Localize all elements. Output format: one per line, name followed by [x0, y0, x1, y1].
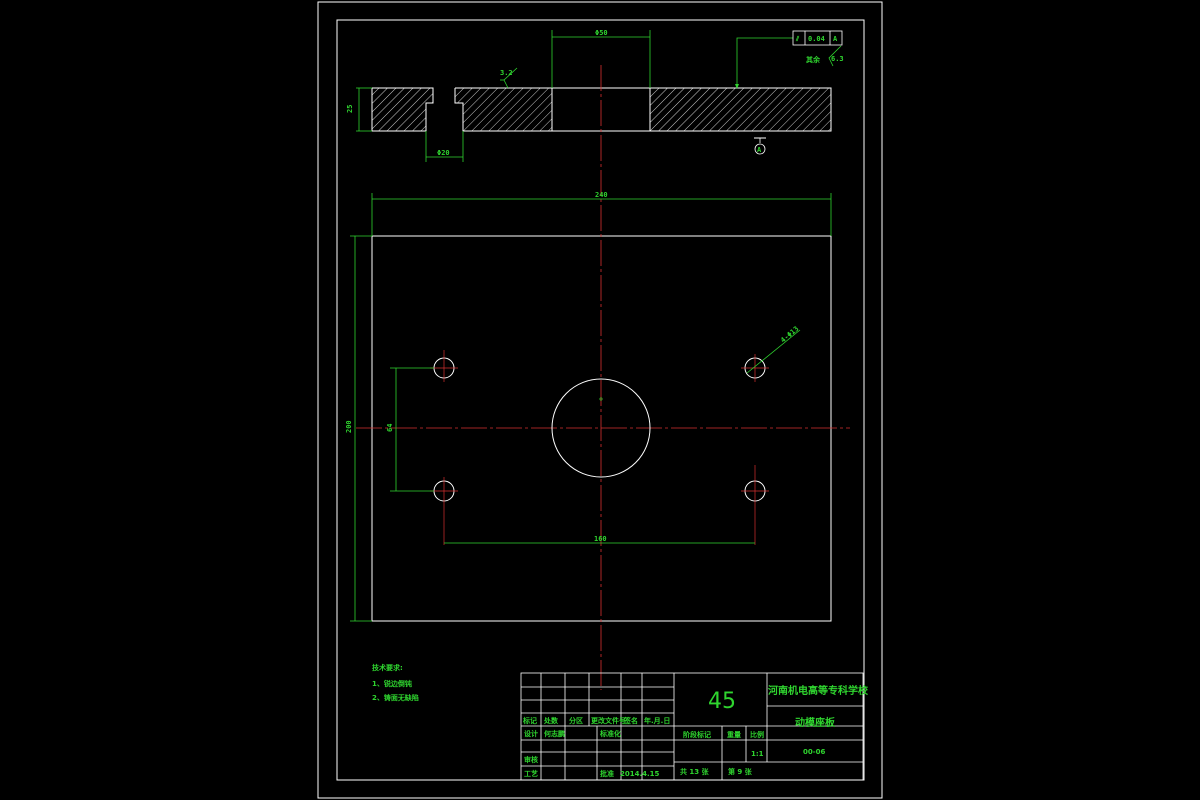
part-name: 动模座板	[795, 716, 836, 729]
weight-label: 重量	[727, 730, 741, 739]
dim-hole-spacing-v-label: 64	[386, 424, 394, 432]
roughness-other-value: 6.3	[831, 55, 844, 63]
standardize-label: 标准化	[599, 729, 621, 738]
design-label: 设计	[524, 729, 538, 738]
tolerance-datum: A	[833, 35, 838, 43]
approve-label: 批准	[600, 769, 614, 778]
roughness-top-value: 3.2	[500, 69, 513, 77]
hdr-change-doc: 更改文件号	[591, 716, 626, 725]
dim-hole-spacing-h-label: 160	[594, 535, 607, 543]
hdr-date: 年.月.日	[644, 716, 670, 725]
drawing-number: 00-06	[803, 748, 826, 756]
dim-hole-width-label: Φ50	[595, 29, 608, 37]
title-block	[520, 672, 864, 781]
approve-date: 2014.4.15	[620, 770, 660, 778]
dim-overall-height: 200	[345, 235, 372, 622]
center-hole	[551, 378, 651, 478]
dim-hole-spacing-v: 64	[386, 367, 434, 492]
dim-counterbore-label: Φ20	[437, 149, 450, 157]
school-name: 河南机电高等专科学校	[768, 684, 869, 697]
designer-name: 何志鹏	[544, 729, 565, 738]
hdr-zone: 分区	[569, 716, 583, 725]
scale-value: 1:1	[751, 750, 764, 758]
technical-notes-title: 技术要求:	[372, 663, 403, 672]
sheets-total: 共 13 张	[680, 767, 710, 776]
dim-overall-width: 240	[371, 191, 832, 236]
center-point-mark	[599, 397, 603, 401]
dim-hole-spacing-h: 160	[444, 535, 755, 544]
hdr-count: 处数	[543, 716, 559, 725]
dim-overall-height-label: 200	[345, 420, 353, 433]
process-label: 工艺	[524, 769, 538, 778]
tolerance-value: 0.04	[808, 35, 825, 43]
section-view	[371, 87, 832, 132]
dim-hole-width-top: Φ50	[551, 29, 651, 88]
mounting-holes	[430, 350, 769, 545]
mounting-hole-top-right	[741, 354, 769, 382]
hdr-mark: 标记	[522, 716, 537, 725]
plate-outline	[371, 235, 832, 622]
mounting-hole-bottom-left	[430, 477, 458, 545]
sheet-number: 第 9 张	[728, 767, 753, 776]
dim-overall-width-label: 240	[595, 191, 608, 199]
material-label: 45	[708, 689, 736, 714]
title-block-text: 标记 处数 分区 更改文件号 签名 年.月.日 设计 何志鹏 标准化 审核 工艺…	[522, 684, 869, 778]
technical-note-2: 2、铸面无缺陷	[372, 693, 419, 702]
datum-symbol: A	[754, 137, 766, 155]
roughness-symbol-top: 3.2	[500, 67, 518, 89]
dim-thickness-label: 25	[346, 105, 354, 113]
hole-callout-label: 4-Φ13	[779, 325, 800, 345]
outer-sheet-border	[317, 1, 883, 799]
mounting-hole-bottom-right	[741, 465, 769, 545]
check-label: 审核	[524, 755, 538, 764]
roughness-symbol-other: 其余 6.3	[806, 45, 844, 67]
hdr-signature: 签名	[623, 716, 638, 725]
scale-label: 比例	[750, 730, 764, 739]
tolerance-symbol: ⫽	[795, 35, 800, 43]
technical-notes: 技术要求: 1、锐边倒钝 2、铸面无缺陷	[372, 663, 419, 702]
roughness-other-label: 其余	[806, 55, 821, 64]
stage-label: 阶段标记	[683, 730, 711, 739]
mounting-hole-top-left	[430, 350, 458, 382]
tolerance-frame: ⫽ 0.04 A	[735, 30, 843, 89]
dim-thickness: 25	[346, 87, 372, 132]
datum-label: A	[757, 146, 762, 154]
dim-counterbore: Φ20	[425, 131, 464, 162]
technical-note-1: 1、锐边倒钝	[372, 679, 412, 688]
